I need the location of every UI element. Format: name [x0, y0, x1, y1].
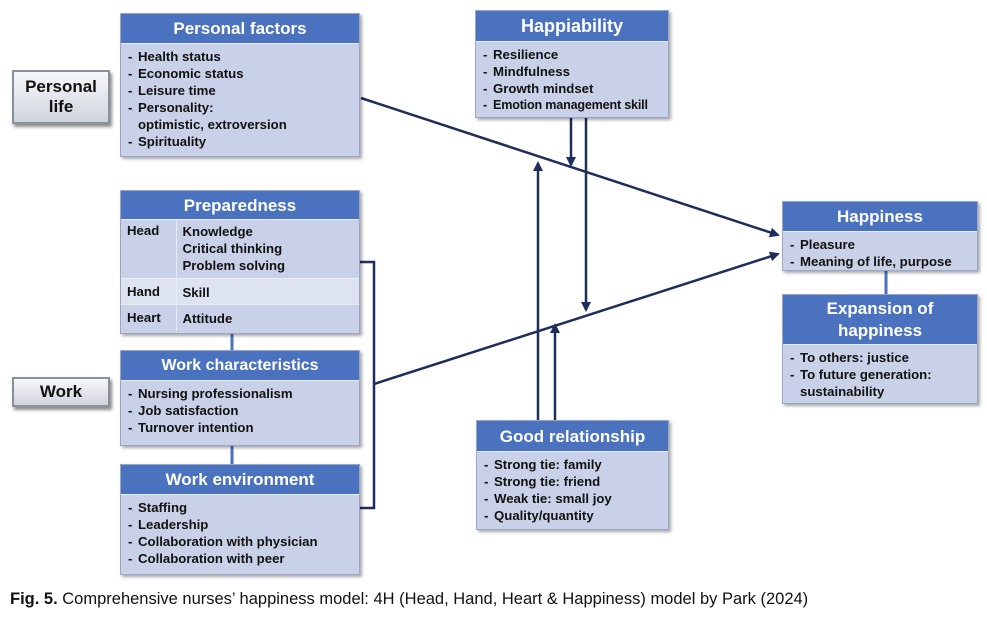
arrow-personal-to-happiness: [360, 96, 780, 238]
list-item: -Growth mindset: [483, 81, 594, 96]
list-item: -Strong tie: family: [484, 457, 602, 472]
work-characteristics-list: -Nursing professionalism -Job satisfacti…: [121, 381, 359, 440]
list-item: -Personality:: [128, 100, 214, 115]
preparedness-box: Preparedness Head Knowledge Critical thi…: [120, 190, 360, 334]
preparedness-title: Preparedness: [121, 191, 359, 220]
happiability-box: Happiability -Resilience -Mindfulness -G…: [475, 10, 669, 118]
good-relationship-list: -Strong tie: family -Strong tie: friend …: [477, 452, 668, 528]
list-item: -Collaboration with peer: [128, 551, 285, 566]
list-item: -Mindfulness: [483, 64, 570, 79]
good-relationship-title: Good relationship: [477, 421, 668, 452]
table-row: Heart Attitude: [121, 304, 359, 331]
list-item: -Job satisfaction: [128, 403, 239, 418]
personal-life-label: Personal life: [12, 70, 110, 124]
expansion-box: Expansion of happiness -To others: justi…: [782, 294, 978, 404]
work-characteristics-box: Work characteristics -Nursing profession…: [120, 350, 360, 446]
expansion-list: -To others: justice -To future generatio…: [783, 345, 977, 404]
list-item: -Staffing: [128, 500, 188, 515]
list-item: -Resilience: [483, 47, 559, 62]
list-item: sustainability: [800, 384, 885, 399]
happiability-list: -Resilience -Mindfulness -Growth mindset…: [476, 42, 668, 118]
row-value-heart: Attitude: [182, 310, 233, 326]
table-row: Hand Skill: [121, 278, 359, 304]
expansion-title: Expansion of happiness: [783, 295, 977, 345]
list-item: -Leadership: [128, 517, 209, 532]
work-bracket: [360, 260, 376, 510]
list-item: -Economic status: [128, 66, 244, 81]
list-item: -To future generation:: [790, 367, 932, 382]
personal-factors-list: -Health status -Economic status -Leisure…: [121, 44, 359, 154]
row-value-head: Knowledge Critical thinking Problem solv…: [182, 224, 286, 273]
list-item: -Nursing professionalism: [128, 386, 293, 401]
list-item: -To others: justice: [790, 350, 909, 365]
preparedness-table: Head Knowledge Critical thinking Problem…: [121, 220, 359, 331]
list-item: -Collaboration with physician: [128, 534, 318, 549]
work-label: Work: [12, 377, 110, 407]
list-item: -Strong tie: friend: [484, 474, 601, 489]
work-environment-box: Work environment -Staffing -Leadership -…: [120, 464, 360, 575]
work-environment-list: -Staffing -Leadership -Collaboration wit…: [121, 495, 359, 571]
list-item: -Meaning of life, purpose: [790, 254, 952, 269]
list-item: -Pleasure: [790, 237, 855, 252]
list-item: -Quality/quantity: [484, 508, 594, 523]
row-key-head: Head: [121, 220, 177, 278]
personal-factors-title: Personal factors: [121, 14, 359, 44]
happiability-title: Happiability: [476, 11, 668, 42]
personal-factors-box: Personal factors -Health status -Economi…: [120, 13, 360, 157]
list-item: -Emotion management skill: [483, 98, 648, 112]
figure-caption: Fig. 5. Comprehensive nurses’ happiness …: [10, 590, 808, 609]
row-key-heart: Heart: [121, 304, 177, 331]
arrow-work-to-happiness: [373, 251, 780, 386]
work-environment-title: Work environment: [121, 465, 359, 495]
row-key-hand: Hand: [121, 278, 177, 304]
good-relationship-box: Good relationship -Strong tie: family -S…: [476, 420, 669, 530]
happiness-title: Happiness: [783, 202, 977, 232]
list-item: optimistic, extroversion: [138, 117, 287, 132]
list-item: -Spirituality: [128, 134, 207, 149]
happiness-box: Happiness -Pleasure -Meaning of life, pu…: [782, 201, 978, 271]
row-value-hand: Skill: [182, 284, 210, 300]
caption-label: Fig. 5.: [10, 590, 58, 608]
list-item: -Weak tie: small joy: [484, 491, 612, 506]
list-item: -Health status: [128, 49, 221, 64]
list-item: -Leisure time: [128, 83, 216, 98]
list-item: -Turnover intention: [128, 420, 254, 435]
caption-text: Comprehensive nurses’ happiness model: 4…: [57, 590, 809, 608]
table-row: Head Knowledge Critical thinking Problem…: [121, 220, 359, 278]
happiness-list: -Pleasure -Meaning of life, purpose: [783, 232, 977, 274]
work-characteristics-title: Work characteristics: [121, 351, 359, 381]
